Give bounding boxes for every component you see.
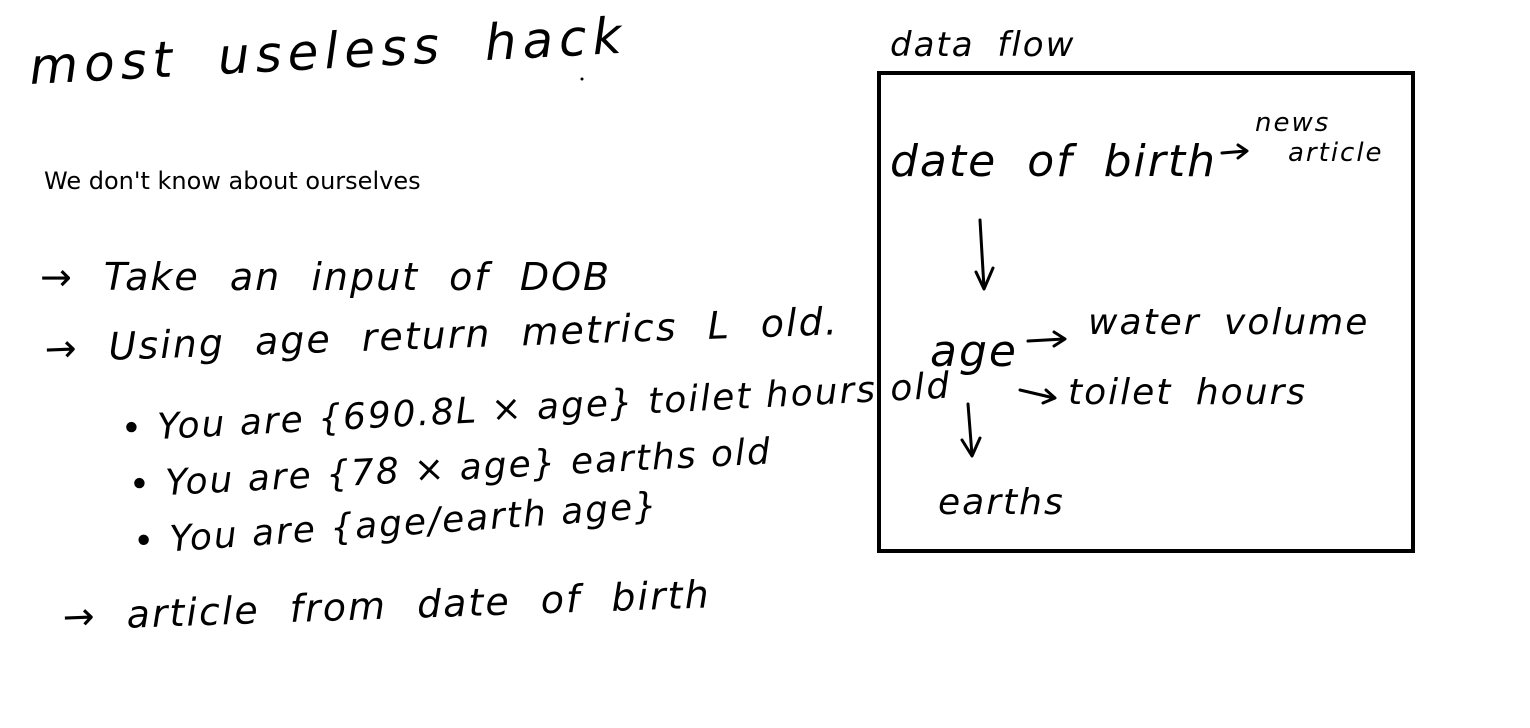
flow-node-news: news (1255, 108, 1331, 138)
bullet-earths: • You are {78 × age} earths old (127, 431, 773, 506)
note-line-article: → article from date of birth (61, 572, 712, 639)
bullet-toilet-hours: • You are {690.8L × age} toilet hours ol… (119, 365, 953, 450)
flow-node-article: article (1288, 138, 1384, 168)
data-flow-label: data flow (890, 25, 1076, 65)
flow-node-age: age (930, 326, 1018, 377)
flow-node-water-volume: water volume (1088, 302, 1370, 343)
flow-node-earths: earths (938, 482, 1065, 523)
stray-dot (580, 77, 584, 81)
flow-node-date-of-birth: date of birth (890, 136, 1217, 187)
note-line-input: → Take an input of DOB (40, 255, 612, 299)
flow-node-toilet-hours: toilet hours (1068, 372, 1308, 413)
note-line-metrics: → Using age return metrics L old. (43, 299, 840, 371)
page-title: most useless hack (27, 6, 629, 96)
subtitle: We don't know about ourselves (44, 167, 421, 195)
data-flow-box (877, 71, 1415, 553)
